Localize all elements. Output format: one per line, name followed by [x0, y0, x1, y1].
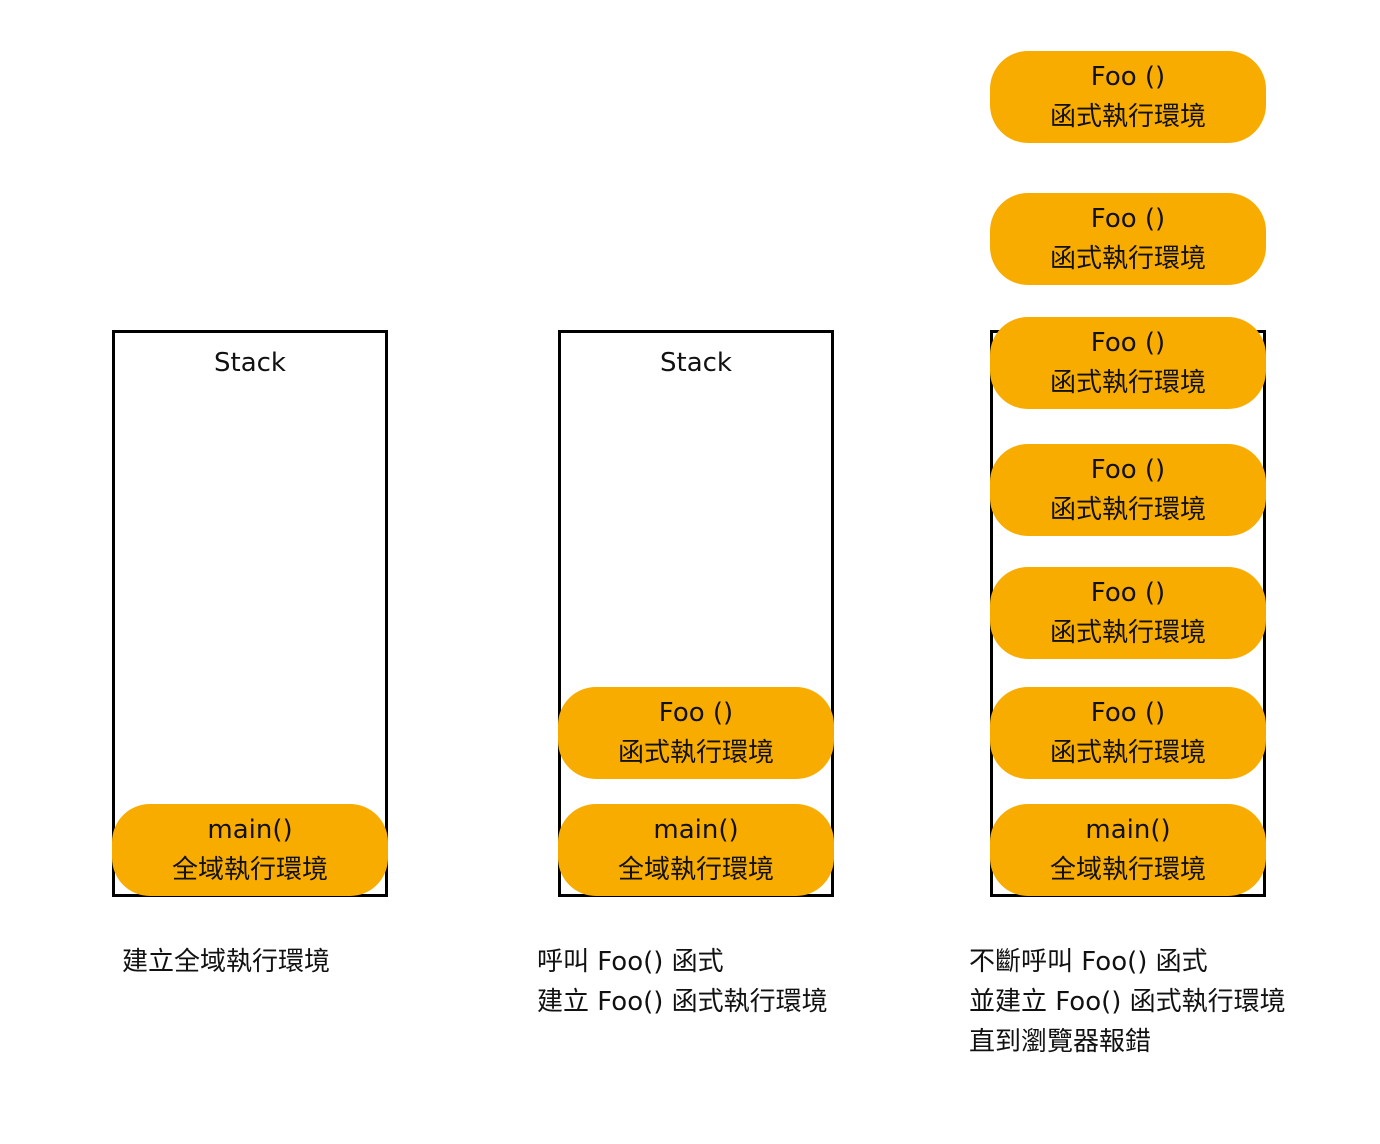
frame-name: main(): [1085, 815, 1171, 845]
caption-step3: 不斷呼叫 Foo() 函式 並建立 Foo() 函式執行環境 直到瀏覽器報錯: [969, 942, 1286, 1062]
caption-step1: 建立全域執行環境: [122, 942, 330, 982]
frame-desc: 函式執行環境: [1049, 738, 1206, 768]
stack-label: Stack: [660, 348, 732, 378]
frame-desc: 函式執行環境: [1049, 102, 1206, 132]
foo-frame: Foo () 函式執行環境: [558, 687, 834, 779]
frame-name: Foo (): [658, 698, 734, 728]
caption-line: 不斷呼叫 Foo() 函式: [969, 947, 1208, 977]
frame-desc: 函式執行環境: [1049, 495, 1206, 525]
frame-name: main(): [207, 815, 293, 845]
main-frame: main() 全域執行環境: [112, 804, 388, 896]
frame-desc: 函式執行環境: [1049, 244, 1206, 274]
caption-line: 並建立 Foo() 函式執行環境: [969, 987, 1286, 1017]
frame-name: Foo (): [1090, 698, 1166, 728]
frame-name: Foo (): [1090, 578, 1166, 608]
frame-name: Foo (): [1090, 62, 1166, 92]
frame-desc: 函式執行環境: [1049, 618, 1206, 648]
frame-desc: 函式執行環境: [1049, 368, 1206, 398]
foo-frame: Foo () 函式執行環境: [990, 687, 1266, 779]
stack-box-step1: Stack: [112, 330, 388, 897]
frame-name: Foo (): [1090, 328, 1166, 358]
frame-name: Foo (): [1090, 455, 1166, 485]
frame-desc: 函式執行環境: [617, 738, 774, 768]
stack-label: Stack: [214, 348, 286, 378]
foo-frame: Foo () 函式執行環境: [990, 317, 1266, 409]
caption-step2: 呼叫 Foo() 函式 建立 Foo() 函式執行環境: [537, 942, 828, 1022]
frame-desc: 全域執行環境: [1049, 855, 1206, 885]
main-frame: main() 全域執行環境: [990, 804, 1266, 896]
foo-frame: Foo () 函式執行環境: [990, 193, 1266, 285]
frame-desc: 全域執行環境: [617, 855, 774, 885]
foo-frame: Foo () 函式執行環境: [990, 444, 1266, 536]
caption-line: 直到瀏覽器報錯: [969, 1027, 1152, 1057]
frame-desc: 全域執行環境: [171, 855, 328, 885]
foo-frame: Foo () 函式執行環境: [990, 51, 1266, 143]
caption-line: 呼叫 Foo() 函式: [537, 947, 724, 977]
frame-name: Foo (): [1090, 204, 1166, 234]
caption-line: 建立 Foo() 函式執行環境: [537, 987, 828, 1017]
main-frame: main() 全域執行環境: [558, 804, 834, 896]
foo-frame: Foo () 函式執行環境: [990, 567, 1266, 659]
caption-line: 建立全域執行環境: [122, 947, 331, 977]
frame-name: main(): [653, 815, 739, 845]
